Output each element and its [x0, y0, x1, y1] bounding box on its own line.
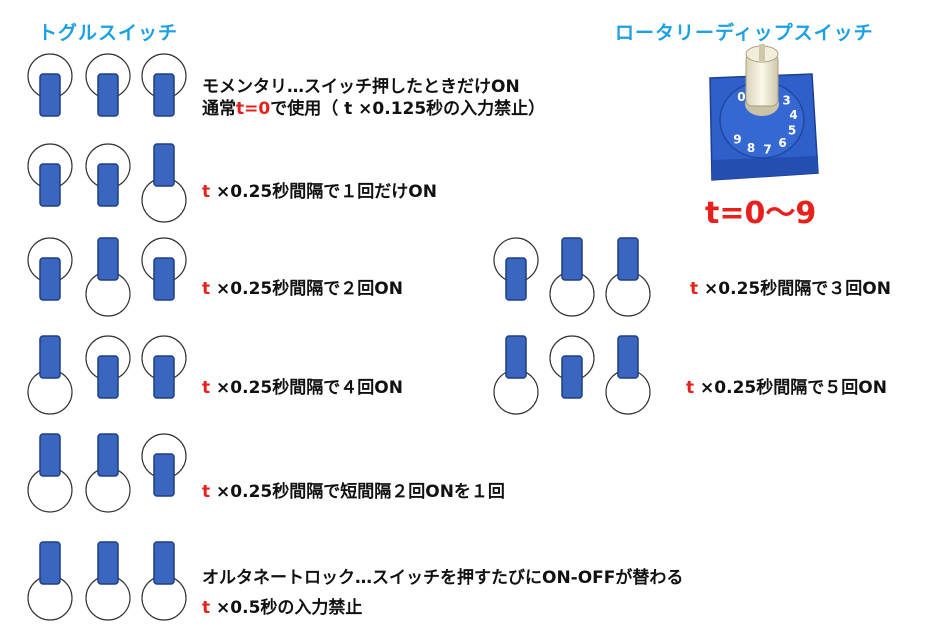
switch-1[interactable] — [22, 540, 78, 624]
switch-lever — [561, 355, 583, 399]
description-four: t ×0.25秒間隔で４回ON — [202, 377, 403, 399]
description-line: t ×0.25秒間隔で１回だけON — [202, 182, 437, 202]
dial-number: 4 — [789, 108, 797, 122]
switch-3[interactable] — [136, 142, 192, 226]
dial-number: 7 — [763, 143, 771, 157]
toggle-switch-heading: トグルスイッチ — [38, 22, 179, 44]
dial-number: 9 — [733, 132, 741, 146]
description-line: t ×0.5秒の入力禁止 — [202, 598, 363, 618]
switch-lever — [97, 541, 119, 585]
switch-lever — [505, 257, 527, 301]
description-line: モメンタリ…スイッチ押したときだけON — [202, 77, 520, 97]
switch-2[interactable] — [80, 540, 136, 624]
switch-lever — [153, 541, 175, 585]
switch-3[interactable] — [136, 236, 192, 320]
switch-3[interactable] — [136, 540, 192, 624]
description-three: t ×0.25秒間隔で３回ON — [690, 278, 891, 300]
description-momentary: モメンタリ…スイッチ押したときだけON 通常t=0で使用（ t ×0.125秒の… — [202, 76, 545, 120]
switch-3[interactable] — [600, 334, 656, 418]
description-line: t ×0.25秒間隔で５回ON — [686, 378, 887, 398]
switch-lever — [39, 257, 61, 301]
description-line: t ×0.25秒間隔で２回ON — [202, 279, 403, 299]
description-line: t ×0.25秒間隔で短間隔２回ONを１回 — [202, 482, 505, 502]
switch-2[interactable] — [80, 142, 136, 226]
switch-3[interactable] — [136, 52, 192, 136]
dial-number: 5 — [788, 123, 796, 137]
switch-lever — [97, 355, 119, 399]
rotary-switch-heading: ロータリーディップスイッチ — [615, 22, 874, 44]
switch-lever — [39, 73, 61, 117]
switch-2[interactable] — [80, 334, 136, 418]
description-twice: t ×0.25秒間隔で２回ON — [202, 278, 403, 300]
switch-lever — [97, 237, 119, 281]
dial-number: 3 — [782, 94, 790, 108]
switch-lever — [561, 237, 583, 281]
description-line: オルタネートロック…スイッチを押すたびにON-OFFが替わる — [202, 568, 684, 588]
description-once: t ×0.25秒間隔で１回だけON — [202, 181, 437, 203]
switch-1[interactable] — [22, 236, 78, 320]
description-line: t ×0.25秒間隔で４回ON — [202, 378, 403, 398]
switch-1[interactable] — [22, 52, 78, 136]
switch-lever — [97, 163, 119, 207]
description-short-twice: t ×0.25秒間隔で短間隔２回ONを１回 — [202, 481, 505, 503]
description-line: t ×0.25秒間隔で３回ON — [690, 279, 891, 299]
switch-lever — [39, 541, 61, 585]
switch-1[interactable] — [22, 334, 78, 418]
rotary-range-label: t=0〜9 — [705, 196, 817, 231]
switch-2[interactable] — [544, 236, 600, 320]
switch-lever — [153, 143, 175, 187]
switch-3[interactable] — [600, 236, 656, 320]
switch-2[interactable] — [80, 432, 136, 516]
switch-1[interactable] — [22, 142, 78, 226]
switch-1[interactable] — [488, 236, 544, 320]
switch-lever — [153, 355, 175, 399]
switch-1[interactable] — [488, 334, 544, 418]
switch-lever — [39, 433, 61, 477]
switch-lever — [97, 73, 119, 117]
description-alternate: オルタネートロック…スイッチを押すたびにON-OFFが替わる t ×0.5秒の入… — [202, 567, 683, 619]
switch-lever — [39, 163, 61, 207]
switch-lever — [39, 335, 61, 379]
switch-lever — [97, 433, 119, 477]
switch-3[interactable] — [136, 432, 192, 516]
dial-number: 0 — [737, 90, 745, 104]
switch-lever — [505, 335, 527, 379]
switch-3[interactable] — [136, 334, 192, 418]
description-five: t ×0.25秒間隔で５回ON — [686, 377, 887, 399]
dial-number: 6 — [778, 136, 786, 150]
description-line: 通常t=0で使用（ t ×0.125秒の入力禁止） — [202, 99, 546, 119]
rotary-dip-switch-image: 0123456789 — [709, 44, 819, 181]
switch-lever — [617, 237, 639, 281]
switch-1[interactable] — [22, 432, 78, 516]
switch-2[interactable] — [544, 334, 600, 418]
switch-lever — [153, 73, 175, 117]
dial-number: 8 — [747, 141, 755, 155]
switch-lever — [153, 257, 175, 301]
switch-lever — [153, 453, 175, 497]
switch-2[interactable] — [80, 52, 136, 136]
switch-2[interactable] — [80, 236, 136, 320]
switch-lever — [617, 335, 639, 379]
